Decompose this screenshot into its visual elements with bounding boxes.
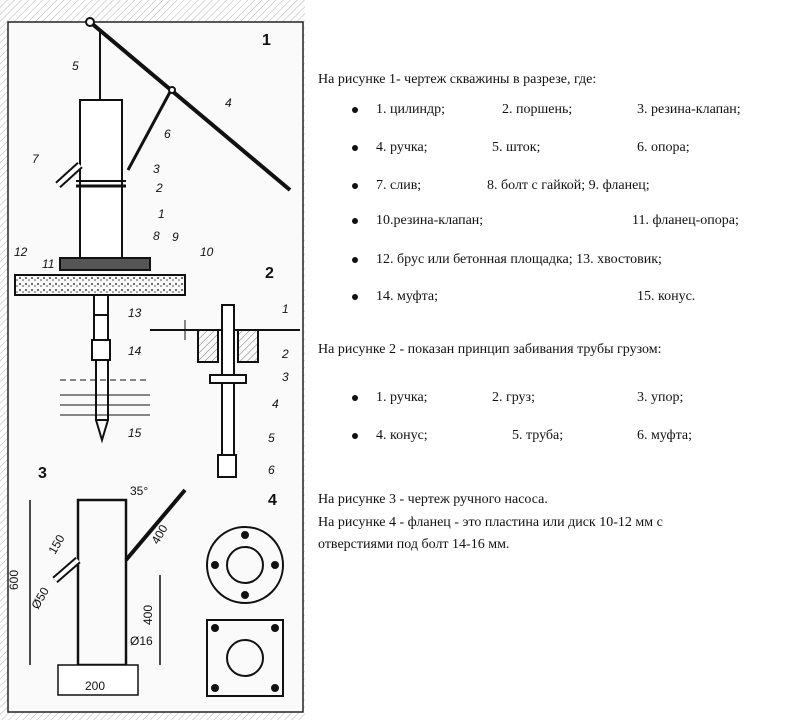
figure-1-callout-14: 14 [128, 344, 142, 358]
figure-3-dimension-d16: Ø16 [130, 634, 153, 648]
figure-2-callout-6: 6 [268, 463, 275, 477]
figure-1-callout-11: 11 [42, 257, 54, 271]
figure-1-callout-2: 2 [155, 181, 163, 195]
figure-2-callout-4: 4 [272, 397, 279, 411]
bullet-dot [352, 107, 358, 113]
figure-1-intro: На рисунке 1- чертеж скважины в разрезе,… [318, 72, 597, 87]
list-item-text: 6. опора; [637, 140, 690, 155]
figure-1-callout-10: 10 [200, 245, 214, 259]
figure-2-callout-5: 5 [268, 431, 275, 445]
list-item-text: 4. ручка; [376, 140, 428, 155]
figure-3-dimension-d200: 200 [85, 679, 105, 693]
figure-3-dimension-d600: 600 [7, 570, 21, 590]
bullet-dot [352, 294, 358, 300]
figure-1: 1 [14, 17, 292, 444]
list-item-text: 14. муфта; [376, 289, 438, 304]
figure-1-callout-15: 15 [128, 426, 142, 440]
list-item-text: 10.резина-клапан; [376, 213, 484, 228]
legend-panel: На рисунке 1- чертеж скважины в разрезе,… [318, 0, 798, 720]
figure-3: 3 [29, 465, 187, 696]
list-item-text: 11. фланец-опора; [632, 213, 739, 228]
bullet-dot [352, 218, 358, 224]
list-item-text: 5. труба; [512, 428, 564, 443]
list-item-text: 8. болт с гайкой; 9. фланец; [487, 178, 650, 193]
bullet-dot [352, 257, 358, 263]
figure-1-callout-5: 5 [72, 59, 79, 73]
bullet-dot [352, 145, 358, 151]
figure-2: 2 1 2 34 5 6 [150, 265, 300, 478]
figure-2-callout-1: 1 [282, 302, 289, 316]
figure-1-callout-12: 12 [14, 245, 28, 259]
figure-2-callout-2: 2 [281, 347, 289, 361]
list-item-text: 7. слив; [376, 178, 422, 193]
figure-1-number: 1 [262, 32, 271, 49]
figure-1-callout-1: 1 [158, 207, 165, 221]
figure-3-number: 3 [38, 465, 47, 482]
figure-2-callout-3: 3 [282, 370, 289, 384]
list-item-text: 3. упор; [637, 390, 684, 405]
figure-1-callout-9: 9 [172, 230, 179, 244]
list-item-text: 1. цилиндр; [376, 102, 445, 117]
figure-4-caption-line-1: На рисунке 4 - фланец - это пластина или… [318, 515, 663, 530]
figure-1-callout-7: 7 [32, 152, 40, 166]
bullet-dot [352, 395, 358, 401]
list-item-text: 2. груз; [492, 390, 535, 405]
figure-4-number: 4 [268, 492, 277, 509]
figure-1-callout-13: 13 [128, 306, 142, 320]
list-item-text: 15. конус. [637, 289, 696, 304]
list-item-text: 1. ручка; [376, 390, 428, 405]
figure-3-dimension-angle: 35° [130, 484, 148, 498]
figure-4-caption-line-2: отверстиями под болт 14-16 мм. [318, 537, 510, 552]
list-item-text: 2. поршень; [502, 102, 573, 117]
figure-3-dimension-d400b: 400 [141, 605, 155, 625]
list-item-text: 12. брус или бетонная площадка; 13. хвос… [376, 252, 662, 267]
list-item-text: 3. резина-клапан; [637, 102, 741, 117]
figure-4: 4 [206, 492, 284, 697]
figure-3-caption: На рисунке 3 - чертеж ручного насоса. [318, 492, 548, 507]
figure-2-intro: На рисунке 2 - показан принцип забивания… [318, 342, 662, 357]
bullet-dot [352, 433, 358, 439]
figure-1-callout-6: 6 [164, 127, 171, 141]
bullet-dot [352, 183, 358, 189]
list-item-text: 4. конус; [376, 428, 428, 443]
figure-1-callout-4: 4 [225, 96, 232, 110]
list-item-text: 6. муфта; [637, 428, 692, 443]
figure-2-number: 2 [265, 265, 274, 282]
list-item-text: 5. шток; [492, 140, 541, 155]
figure-1-callout-8: 8 [153, 229, 160, 243]
figure-1-callout-3: 3 [153, 162, 160, 176]
